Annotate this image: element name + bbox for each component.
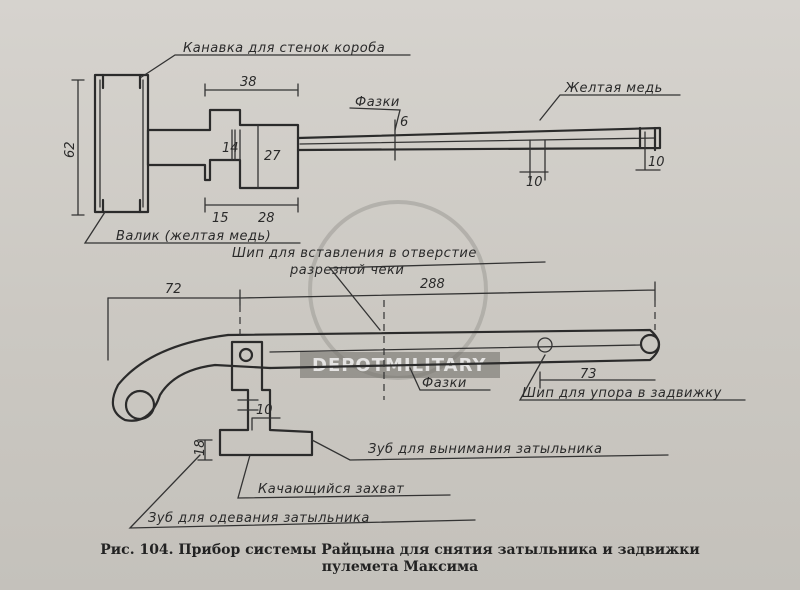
label-roller: Валик (желтая медь) [116,229,271,244]
dim-14: 14 [222,141,239,156]
label-swing-grip: Качающийся захват [258,482,404,497]
figure-caption: Рис. 104. Прибор системы Райцына для сня… [30,542,770,576]
label-chamfers-bottom: Фазки [422,376,467,391]
stop-pin [537,337,553,353]
label-groove: Канавка для стенок короба [183,41,385,56]
lever-arm-line [269,344,641,353]
label-tooth-remove: Зуб для вынимания затыльника [368,442,602,457]
dim-10a: 10 [526,175,543,190]
technical-drawing: Канавка для стенок короба Желтая медь Фа… [63,41,746,529]
dim-line-288 [239,281,656,301]
label-yellow-copper: Желтая медь [564,81,663,96]
roller-body [93,73,150,214]
rod-end [638,126,657,152]
leader-chamfers-top [349,107,401,131]
dim-line-38 [204,83,299,97]
dim-line-73 [539,371,656,389]
label-pin-line2: разрезной чеки [289,263,404,278]
dim-15: 15 [212,211,229,226]
dim-line-18 [197,439,213,461]
dim-line-62 [71,79,85,216]
grip-pivot [238,347,254,363]
leader-stop-pin [518,354,746,401]
dim-72: 72 [165,282,182,297]
leader-tooth-remove [311,439,669,461]
leader-pin [328,261,546,331]
leader-swing-grip [237,454,451,499]
label-chamfers-top: Фазки [355,95,400,110]
dim-line-10c [251,417,281,431]
label-pin-line1: Шип для вставления в отверстие [232,246,477,261]
hub-block [146,108,300,190]
label-stop-pin: Шип для упора в задвижку [522,386,722,401]
rod [296,126,662,152]
caption-line-1: Рис. 104. Прибор системы Райцына для сня… [100,542,700,558]
watermark-ring [308,200,488,380]
roller-edge-lines [99,79,144,208]
leader-yellow-copper [539,94,681,121]
dim-73: 73 [580,367,597,382]
rod-step-lines [529,139,546,181]
dim-10b: 10 [648,155,665,170]
lever-pivot [639,333,661,355]
leader-tooth-put [128,454,476,529]
dim-18: 18 [193,439,208,456]
dim-38: 38 [240,75,257,90]
lever-hook [111,333,272,422]
leader-chamfers-bottom [409,367,491,391]
caption-line-2: пулемета Максима [321,559,479,575]
dim-27: 27 [264,149,281,164]
watermark: DEPOTMILITARY [300,200,500,380]
roller-assembly [71,54,681,244]
dim-28: 28 [258,211,275,226]
dim-6: 6 [400,115,408,130]
rod-axis [299,137,656,145]
dim-288: 288 [420,277,445,292]
leader-groove [139,54,411,79]
grip-lines [237,399,259,411]
roller-flanges [101,73,142,214]
label-tooth-put: Зуб для одевания затыльника [148,511,370,526]
lever-assembly [107,261,746,529]
lever-hook-eye [124,389,156,421]
swing-grip [218,340,314,457]
dim-10c: 10 [256,403,273,418]
hub-inner-lines [234,129,241,161]
dim-line-10b [635,131,661,171]
leader-roller [83,211,301,244]
dim-line-15-28 [204,197,299,213]
dim-62: 62 [63,141,78,158]
